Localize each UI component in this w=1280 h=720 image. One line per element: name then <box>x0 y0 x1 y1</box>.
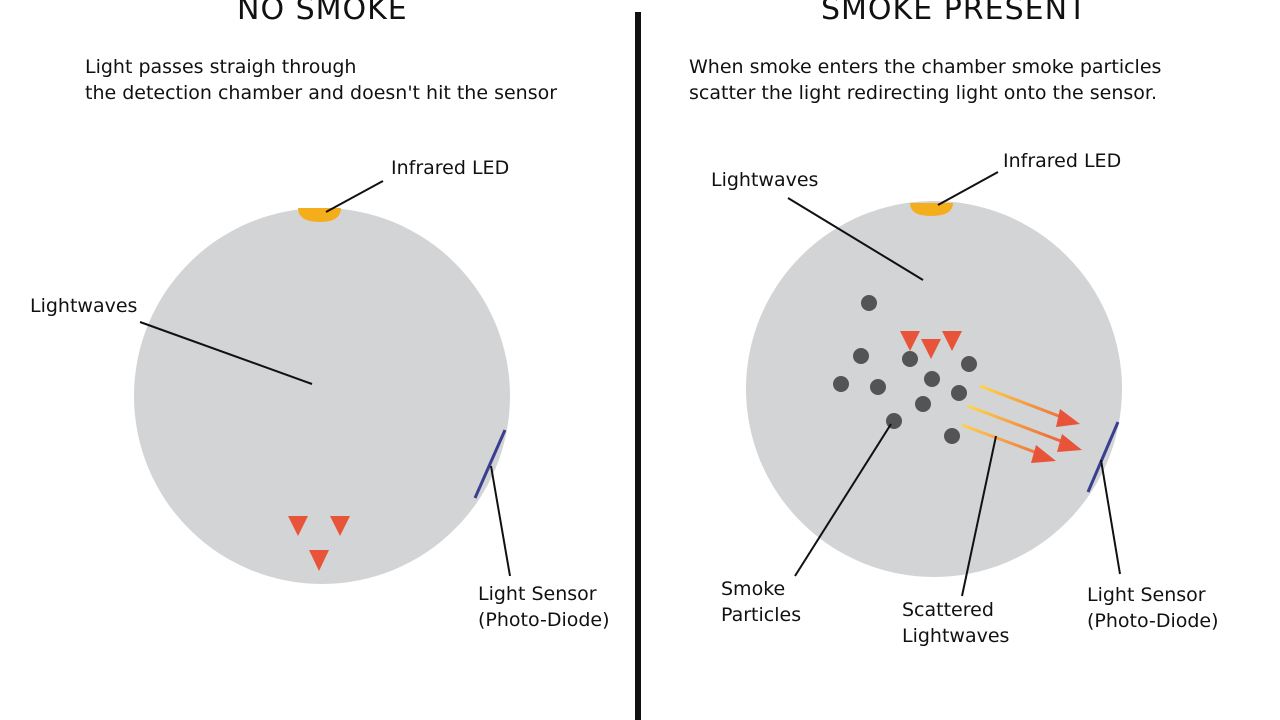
arrowhead-right-1 <box>900 331 920 351</box>
leader-lightwaves-right <box>787 197 924 281</box>
scattered-arrowhead-2 <box>1057 434 1082 452</box>
label-scattered-lightwaves: Scattered Lightwaves <box>902 597 1009 649</box>
left-description-line-1: Light passes straigh through <box>85 56 357 78</box>
infrared-led-right <box>910 203 953 216</box>
leader-sensor-left <box>490 465 511 577</box>
label-smoke-line-2: Particles <box>721 604 802 626</box>
label-light-sensor-right: Light Sensor (Photo-Diode) <box>1087 582 1219 634</box>
label-lightwaves-right: Lightwaves <box>711 169 819 191</box>
left-panel-description: Light passes straigh through the detecti… <box>85 54 557 106</box>
smoke-particle <box>915 396 931 412</box>
label-sensor-left-line-2: (Photo-Diode) <box>478 609 610 631</box>
light-sensor-right <box>1086 421 1120 493</box>
left-diagram <box>134 180 511 584</box>
scattered-arrowhead-1 <box>1056 409 1080 427</box>
detection-chamber-right <box>746 201 1122 577</box>
detection-chamber-left <box>134 208 510 584</box>
smoke-particle <box>853 348 869 364</box>
label-smoke-particles: Smoke Particles <box>721 576 801 628</box>
smoke-particle <box>902 351 918 367</box>
right-diagram <box>746 171 1122 597</box>
smoke-particles <box>833 295 977 444</box>
infrared-led-left <box>298 208 341 222</box>
leader-lightwaves-left <box>139 321 313 385</box>
arrowhead-right-3 <box>942 331 962 351</box>
leader-led-right <box>937 171 999 206</box>
light-sensor-left <box>473 429 507 499</box>
leader-scattered-lightwaves <box>961 435 997 597</box>
leader-sensor-right <box>1100 459 1121 575</box>
left-description-line-2: the detection chamber and doesn't hit th… <box>85 82 558 104</box>
label-lightwaves-left: Lightwaves <box>30 295 138 317</box>
arrowhead-right-2 <box>921 339 941 359</box>
smoke-particle <box>961 356 977 372</box>
right-description-line-2: scatter the light redirecting light onto… <box>689 82 1158 104</box>
smoke-particle <box>861 295 877 311</box>
lightwave-arrows-right <box>900 224 962 359</box>
smoke-particle <box>870 379 886 395</box>
smoke-particle <box>924 371 940 387</box>
scattered-arrow-1 <box>979 384 1065 420</box>
left-panel-title: NO SMOKE <box>237 0 408 27</box>
right-panel-description: When smoke enters the chamber smoke part… <box>689 54 1161 106</box>
scattered-arrowhead-3 <box>1031 445 1056 463</box>
label-sensor-right-line-1: Light Sensor <box>1087 584 1206 606</box>
label-light-sensor-left: Light Sensor (Photo-Diode) <box>478 581 610 633</box>
smoke-particle <box>833 376 849 392</box>
scattered-arrow-2 <box>967 404 1067 445</box>
label-smoke-line-1: Smoke <box>721 578 786 600</box>
leader-smoke-particles <box>794 423 892 577</box>
scattered-arrow-3 <box>961 423 1041 456</box>
label-scattered-line-2: Lightwaves <box>902 625 1010 647</box>
scattered-arrows <box>961 384 1082 463</box>
right-description-line-1: When smoke enters the chamber smoke part… <box>689 56 1162 78</box>
label-infrared-led-left: Infrared LED <box>391 157 510 179</box>
smoke-particle <box>951 385 967 401</box>
right-panel-title: SMOKE PRESENT <box>821 0 1088 27</box>
arrowhead-left-2 <box>309 550 329 571</box>
smoke-particle <box>944 428 960 444</box>
label-sensor-left-line-1: Light Sensor <box>478 583 597 605</box>
label-sensor-right-line-2: (Photo-Diode) <box>1087 610 1219 632</box>
label-scattered-line-1: Scattered <box>902 599 994 621</box>
arrowhead-left-1 <box>288 516 308 536</box>
label-infrared-led-right: Infrared LED <box>1003 150 1122 172</box>
lightwave-arrows-left <box>288 232 350 571</box>
panel-divider <box>635 12 641 720</box>
arrowhead-left-3 <box>330 516 350 536</box>
leader-led-left <box>325 180 384 213</box>
